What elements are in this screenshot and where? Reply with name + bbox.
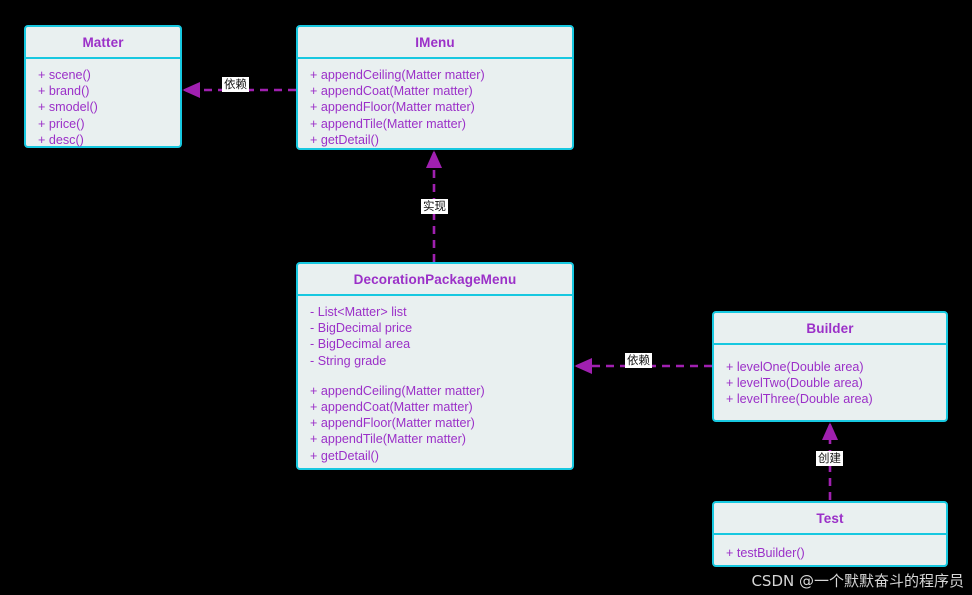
class-member: + appendCeiling(Matter matter): [310, 68, 485, 82]
class-member: + appendTile(Matter matter): [310, 116, 466, 131]
class-box-test[interactable]: Test + testBuilder(): [712, 501, 948, 567]
class-member: + getDetail(): [310, 448, 379, 463]
class-box-matter[interactable]: Matter + scene() + brand() + smodel() + …: [24, 25, 182, 148]
class-members-test: + testBuilder(): [714, 535, 946, 569]
class-member: - List<Matter> list: [310, 305, 407, 319]
class-title-imenu: IMenu: [298, 27, 572, 59]
class-member: + appendFloor(Matter matter): [310, 100, 475, 115]
arrowhead-filled-triangle: [426, 150, 442, 168]
edge-builder-to-decorationpackagemenu: [574, 354, 714, 378]
class-members-matter: + scene() + brand() + smodel() + price()…: [26, 59, 180, 156]
class-members-imenu: + appendCeiling(Matter matter) + appendC…: [298, 59, 572, 156]
class-title-test: Test: [714, 503, 946, 535]
class-member: + scene(): [38, 68, 91, 82]
class-members-decorationpackagemenu: - List<Matter> list - BigDecimal price -…: [298, 296, 572, 472]
class-member: + getDetail(): [310, 132, 379, 147]
class-member: + appendCeiling(Matter matter): [310, 383, 485, 398]
class-member: + testBuilder(): [726, 546, 805, 560]
class-member: + desc(): [38, 132, 84, 147]
class-member: + levelThree(Double area): [726, 392, 873, 407]
class-member: - BigDecimal area: [310, 337, 411, 352]
class-member: + smodel(): [38, 100, 98, 115]
class-box-imenu[interactable]: IMenu + appendCeiling(Matter matter) + a…: [296, 25, 574, 150]
edge-label-test-to-builder: 创建: [816, 451, 843, 466]
edge-test-to-builder: [818, 422, 842, 502]
edge-decorationpackagemenu-to-imenu: [422, 150, 446, 264]
edge-label-decorationpackagemenu-to-imenu: 实现: [421, 199, 448, 214]
class-members-builder: + levelOne(Double area) + levelTwo(Doubl…: [714, 345, 946, 416]
class-box-decorationpackagemenu[interactable]: DecorationPackageMenu - List<Matter> lis…: [296, 262, 574, 470]
class-member: + appendCoat(Matter matter): [310, 400, 473, 415]
edge-label-builder-to-decorationpackagemenu: 依赖: [625, 353, 652, 368]
class-member: + brand(): [38, 84, 90, 99]
class-title-decorationpackagemenu: DecorationPackageMenu: [298, 264, 572, 296]
class-member: + appendTile(Matter matter): [310, 432, 466, 447]
class-box-builder[interactable]: Builder + levelOne(Double area) + levelT…: [712, 311, 948, 422]
arrowhead-filled-triangle: [182, 82, 200, 98]
class-member: + levelOne(Double area): [726, 360, 864, 374]
member-separator: [310, 369, 562, 383]
csdn-watermark: CSDN @一个默默奋斗的程序员: [751, 572, 964, 590]
arrowhead-filled-triangle: [574, 358, 592, 374]
class-member: + price(): [38, 116, 85, 131]
class-member: - BigDecimal price: [310, 321, 413, 336]
class-title-matter: Matter: [26, 27, 180, 59]
class-member: + appendFloor(Matter matter): [310, 416, 475, 431]
edge-label-imenu-to-matter: 依赖: [222, 77, 249, 92]
class-member: + levelTwo(Double area): [726, 376, 863, 391]
arrowhead-filled-triangle: [822, 422, 838, 440]
class-member: + appendCoat(Matter matter): [310, 84, 473, 99]
class-member: - String grade: [310, 353, 387, 368]
class-title-builder: Builder: [714, 313, 946, 345]
